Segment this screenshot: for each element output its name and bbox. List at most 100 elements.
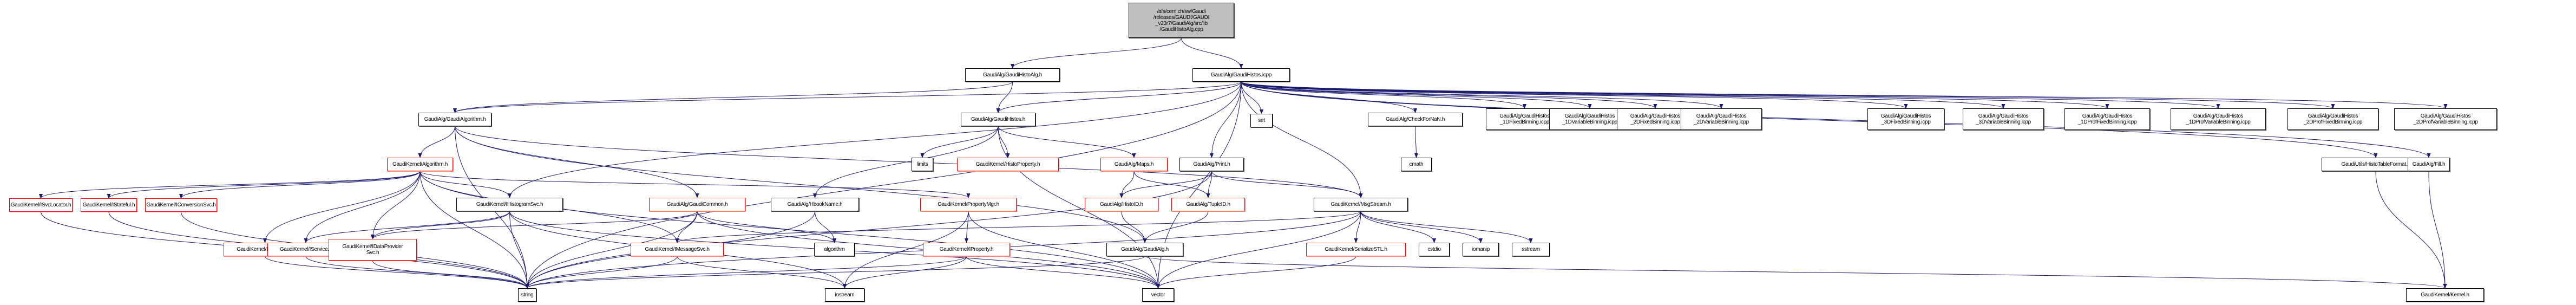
graph-node-checkfornan[interactable]: GaudiAlg/CheckForNaN.h <box>1368 113 1463 126</box>
edge-histos_icpp-to-ihistogramsvc <box>508 81 1242 198</box>
edge-histos_icpp-to-h2dproffixed <box>1241 81 2335 109</box>
edge-histos_icpp-to-set <box>1241 81 1264 114</box>
graph-node-string[interactable]: string <box>518 288 536 302</box>
edge-histos_icpp-to-fill <box>1241 81 2431 158</box>
edge-iproperty-to-string <box>525 256 967 289</box>
edge-histotableformat-to-kernel_h <box>2375 171 2447 289</box>
edge-algorithm_h-to-string <box>419 171 529 289</box>
edge-gaudicommon-to-algorithm <box>697 211 837 243</box>
edge-histos_h-to-hbookname <box>812 126 999 198</box>
edge-msgstream-to-imessagesvc <box>675 211 1361 243</box>
edge-histos_icpp-to-histotableformat <box>1241 81 2378 158</box>
graph-node-histoalg-h[interactable]: GaudiAlg/GaudiHistoAlg.h <box>965 68 1060 82</box>
edge-algorithm_h-to-istateful <box>107 171 421 199</box>
edge-algorithm_h-to-ialgorithm <box>263 171 421 243</box>
graph-node-iconversionsvc[interactable]: GaudiKernel/IConversionSvc.h <box>145 198 217 212</box>
edge-maps-to-tupleid <box>1133 171 1210 198</box>
graph-node-propertymgr[interactable]: GaudiKernel/PropertyMgr.h <box>920 198 1017 211</box>
graph-node-vector[interactable]: vector <box>1142 288 1174 302</box>
edge-histos_icpp-to-histos_h <box>996 81 1242 113</box>
graph-node-gaudicommon[interactable]: GaudiAlg/GaudiCommon.h <box>649 198 745 211</box>
edge-ialgorithm-to-string <box>265 256 529 289</box>
graph-node-h2dprofvar[interactable]: GaudiAlg/GaudiHistos _2DProfVariableBinn… <box>2394 108 2497 130</box>
edge-root-to-histos_icpp <box>1181 37 1243 69</box>
edge-ihistogramsvc-to-idataprovidersvc <box>370 211 510 239</box>
graph-node-sstream[interactable]: sstream <box>1512 243 1550 256</box>
edge-algorithm_h-to-propertymgr <box>419 171 971 198</box>
graph-node-h2dvar[interactable]: GaudiAlg/GaudiHistos _2DVariableBinning.… <box>1681 108 1762 130</box>
graph-node-h1dproffixed[interactable]: GaudiAlg/GaudiHistos _1DProfFixedBinning… <box>2064 108 2150 130</box>
graph-node-fill[interactable]: GaudiAlg/Fill.h <box>2408 158 2450 171</box>
edge-histos_h-to-limits <box>920 126 999 158</box>
graph-node-isvclocator[interactable]: GaudiKernel/ISvcLocator.h <box>9 198 73 212</box>
graph-node-imessagesvc[interactable]: GaudiKernel/IMessageSvc.h <box>631 243 724 256</box>
graph-node-ihistogramsvc[interactable]: GaudiKernel/IHistogramSvc.h <box>456 198 563 211</box>
edge-histos_icpp-to-h1dproffixed <box>1241 81 2109 109</box>
edge-msgstream-to-iomanip <box>1360 211 1483 243</box>
edge-histos_icpp-to-h1dfixed <box>1241 81 1526 109</box>
graph-node-set[interactable]: set <box>1250 114 1273 127</box>
graph-node-histoproperty[interactable]: GaudiKernel/HistoProperty.h <box>957 158 1059 171</box>
edge-idataprovidersvc-to-string <box>372 260 529 289</box>
graph-node-iproperty[interactable]: GaudiKernel/IProperty.h <box>923 243 1010 256</box>
edge-algorithm_h-to-iconversionsvc <box>179 171 421 199</box>
edge-gaudicommon-to-imessagesvc <box>675 211 698 243</box>
edge-histos_icpp-to-h2dfixed <box>1241 81 1657 109</box>
graph-node-tupleid[interactable]: GaudiAlg/TupleID.h <box>1171 198 1245 211</box>
edge-histos_icpp-to-h3dvar <box>1241 81 2005 109</box>
edge-gaudialgorithm_h-to-gaudicommon <box>455 126 699 198</box>
edge-histos_icpp-to-h1dprofvar <box>1241 81 2220 109</box>
graph-node-histoid[interactable]: GaudiAlg/HistoID.h <box>1085 198 1158 211</box>
edge-histoalg_h-to-gaudialgorithm_h <box>453 81 1013 113</box>
edge-histos_icpp-to-h2dprofvar <box>1241 81 2447 109</box>
graph-node-kernel-h[interactable]: GaudiKernel/Kernel.h <box>2406 288 2484 302</box>
graph-node-cstdio[interactable]: cstdio <box>1419 243 1450 256</box>
graph-node-gaudialgorithm-h[interactable]: GaudiAlg/GaudiAlgorithm.h <box>418 113 491 126</box>
edge-histos_icpp-to-vector <box>1156 81 1242 289</box>
graph-node-istateful[interactable]: GaudiKernel/IStateful.h <box>81 198 137 212</box>
edge-ihistogramsvc-to-string <box>509 211 529 289</box>
edge-histos_icpp-to-print <box>1209 81 1242 158</box>
graph-node-histos-icpp[interactable]: GaudiAlg/GaudiHistos.icpp <box>1192 68 1290 82</box>
edge-ihistogramsvc-to-iservice <box>304 211 510 243</box>
graph-node-algorithm-h[interactable]: GaudiKernel/Algorithm.h <box>387 158 453 171</box>
graph-node-h1dprofvar[interactable]: GaudiAlg/GaudiHistos _1DProfVariableBinn… <box>2171 108 2266 130</box>
edge-histos_icpp-to-string <box>525 81 1242 289</box>
edge-histos_h-to-vector <box>998 126 1161 289</box>
edge-msgstream-to-vector <box>1156 211 1361 289</box>
graph-node-msgstream[interactable]: GaudiKernel/MsgStream.h <box>1314 198 1408 211</box>
edge-print-to-histoid <box>1119 171 1212 198</box>
graph-node-cmath[interactable]: cmath <box>1401 158 1432 171</box>
graph-node-h3dvar[interactable]: GaudiAlg/GaudiHistos _3DVariableBinning.… <box>1963 108 2044 130</box>
edge-propertymgr-to-vector <box>968 211 1161 289</box>
edge-msgstream-to-sstream <box>1360 211 1533 243</box>
edge-root-to-histoalg_h <box>1010 37 1182 69</box>
edge-msgstream-to-serializestl <box>1354 211 1361 243</box>
graph-node-print[interactable]: GaudiAlg/Print.h <box>1179 158 1244 171</box>
graph-node-hbookname[interactable]: GaudiAlg/HbookName.h <box>771 198 859 211</box>
edge-algorithm_h-to-ihistogramsvc <box>419 171 512 198</box>
edge-gaudialgorithm_h-to-algorithm_h <box>418 126 455 158</box>
graph-node-iomanip[interactable]: iomanip <box>1463 243 1499 256</box>
edge-checkfornan-to-cmath <box>1414 126 1419 158</box>
graph-node-maps[interactable]: GaudiAlg/Maps.h <box>1100 158 1168 171</box>
edge-algorithm_h-to-isvclocator <box>39 171 421 199</box>
edge-histos_icpp-to-h3dfixed <box>1241 81 1908 109</box>
edge-fill-to-kernel_h <box>2428 171 2447 289</box>
graph-node-idataprovidersvc[interactable]: GaudiKernel/IDataProvider Svc.h <box>329 239 417 261</box>
edge-msgstream-to-cstdio <box>1360 211 1437 243</box>
graph-node-limits[interactable]: limits <box>912 158 933 171</box>
graph-node-h2dproffixed[interactable]: GaudiAlg/GaudiHistos _2DProfFixedBinning… <box>2287 108 2378 130</box>
edge-gaudicommon-to-string <box>525 211 698 289</box>
graph-node-histos-h[interactable]: GaudiAlg/GaudiHistos.h <box>961 113 1035 126</box>
graph-node-gaudialg-h[interactable]: GaudiAlg/GaudiAlg.h <box>1106 243 1183 256</box>
graph-node-algorithm[interactable]: algorithm <box>814 243 855 256</box>
edge-print-to-tupleid <box>1206 171 1212 198</box>
edge-iproperty-to-vector <box>966 256 1161 289</box>
graph-node-iostream[interactable]: iostream <box>825 288 864 302</box>
graph-node-serializestl[interactable]: GaudiKernel/SerializeSTL.h <box>1306 243 1406 256</box>
edge-gaudialg_h-to-kernel_h <box>1144 256 2447 289</box>
graph-node-h3dfixed[interactable]: GaudiAlg/GaudiHistos _3DFixedBinning.icp… <box>1867 108 1944 130</box>
